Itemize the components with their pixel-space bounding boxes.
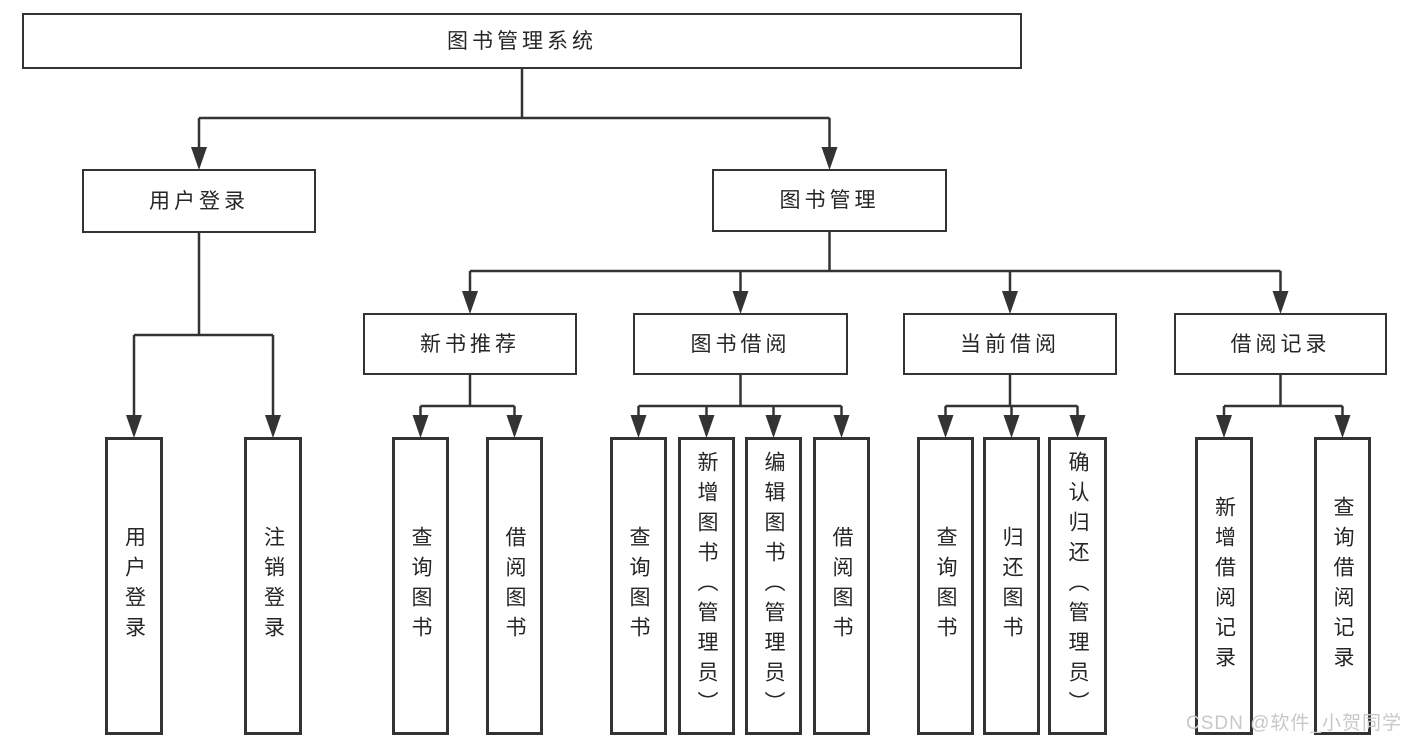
arrowhead-icon (1216, 415, 1232, 438)
arrowhead-icon (1002, 291, 1018, 314)
node-label: 查询图书 (934, 526, 957, 646)
node-cb-query-book: 查询图书 (917, 437, 974, 735)
connector-root (191, 69, 838, 170)
arrowhead-icon (937, 415, 954, 438)
node-label: 新书推荐 (420, 332, 520, 356)
connector-lines (1222, 375, 1344, 419)
arrowhead-icon (698, 415, 715, 438)
node-label: 归还图书 (1000, 526, 1023, 646)
arrowhead-icon (265, 415, 281, 438)
node-label: 借阅图书 (830, 526, 853, 646)
node-label: 图书管理系统 (447, 29, 597, 53)
node-login-user: 用户登录 (105, 437, 163, 735)
arrowhead-icon (126, 415, 142, 438)
connector-new-book-rec (412, 375, 523, 438)
node-cb-return-book: 归还图书 (983, 437, 1040, 735)
node-label: 用户登录 (149, 189, 249, 213)
node-logout-user: 注销登录 (244, 437, 302, 735)
arrowhead-icon (765, 415, 782, 438)
node-rec-borrow-book: 借阅图书 (486, 437, 543, 735)
connector-borrow-record (1216, 375, 1351, 438)
arrowhead-icon (1272, 291, 1289, 314)
node-label: 新增借阅记录 (1212, 496, 1236, 676)
arrowhead-icon (732, 291, 749, 314)
arrowhead-icon (412, 415, 429, 438)
connector-lines (419, 375, 516, 419)
node-label: 图书借阅 (690, 332, 791, 356)
connector-book-borrow (630, 375, 850, 438)
node-label: 图书管理 (779, 189, 880, 212)
node-book-mgmt: 图书管理 (712, 169, 947, 232)
connector-lines (132, 233, 275, 419)
node-bb-borrow-book: 借阅图书 (813, 437, 870, 735)
node-label: 编辑图书（管理员） (762, 451, 785, 721)
node-rec-query-book: 查询图书 (392, 437, 449, 735)
arrowhead-icon (630, 415, 647, 438)
node-label: 查询图书 (627, 526, 650, 646)
node-cb-confirm-return: 确认归还（管理员） (1048, 437, 1107, 735)
arrowhead-icon (462, 291, 478, 314)
arrowhead-icon (1003, 415, 1020, 438)
node-bb-query-book: 查询图书 (610, 437, 667, 735)
node-new-book-rec: 新书推荐 (363, 313, 577, 375)
node-label: 确认归还（管理员） (1066, 451, 1089, 721)
node-label: 用户登录 (122, 526, 146, 646)
arrowhead-icon (506, 415, 523, 438)
watermark: CSDN @软件_小贺同学 (1186, 713, 1402, 734)
arrowhead-icon (1069, 415, 1086, 438)
node-br-add-record: 新增借阅记录 (1195, 437, 1253, 735)
node-borrow-record: 借阅记录 (1174, 313, 1387, 375)
node-bb-edit-book: 编辑图书（管理员） (745, 437, 802, 735)
connector-lines (468, 232, 1282, 295)
connector-lines (197, 69, 831, 151)
node-br-query-record: 查询借阅记录 (1314, 437, 1371, 735)
connector-book-mgmt (462, 232, 1289, 314)
node-label: 借阅图书 (503, 526, 526, 646)
node-label: 查询借阅记录 (1331, 496, 1354, 676)
node-current-borrow: 当前借阅 (903, 313, 1117, 375)
arrowhead-icon (191, 147, 207, 170)
connector-lines (637, 375, 843, 419)
node-label: 新增图书（管理员） (695, 451, 718, 721)
arrowhead-icon (833, 415, 850, 438)
node-book-borrow: 图书借阅 (633, 313, 848, 375)
connector-current-borrow (937, 375, 1086, 438)
node-bb-add-book: 新增图书（管理员） (678, 437, 735, 735)
connector-user-login (126, 233, 281, 438)
arrowhead-icon (1334, 415, 1351, 438)
node-root: 图书管理系统 (22, 13, 1022, 69)
node-label: 当前借阅 (960, 332, 1060, 356)
node-user-login: 用户登录 (82, 169, 316, 233)
connector-lines (944, 375, 1079, 419)
arrowhead-icon (821, 147, 838, 170)
node-label: 注销登录 (261, 526, 285, 646)
node-label: 借阅记录 (1230, 332, 1331, 356)
node-label: 查询图书 (409, 526, 432, 646)
